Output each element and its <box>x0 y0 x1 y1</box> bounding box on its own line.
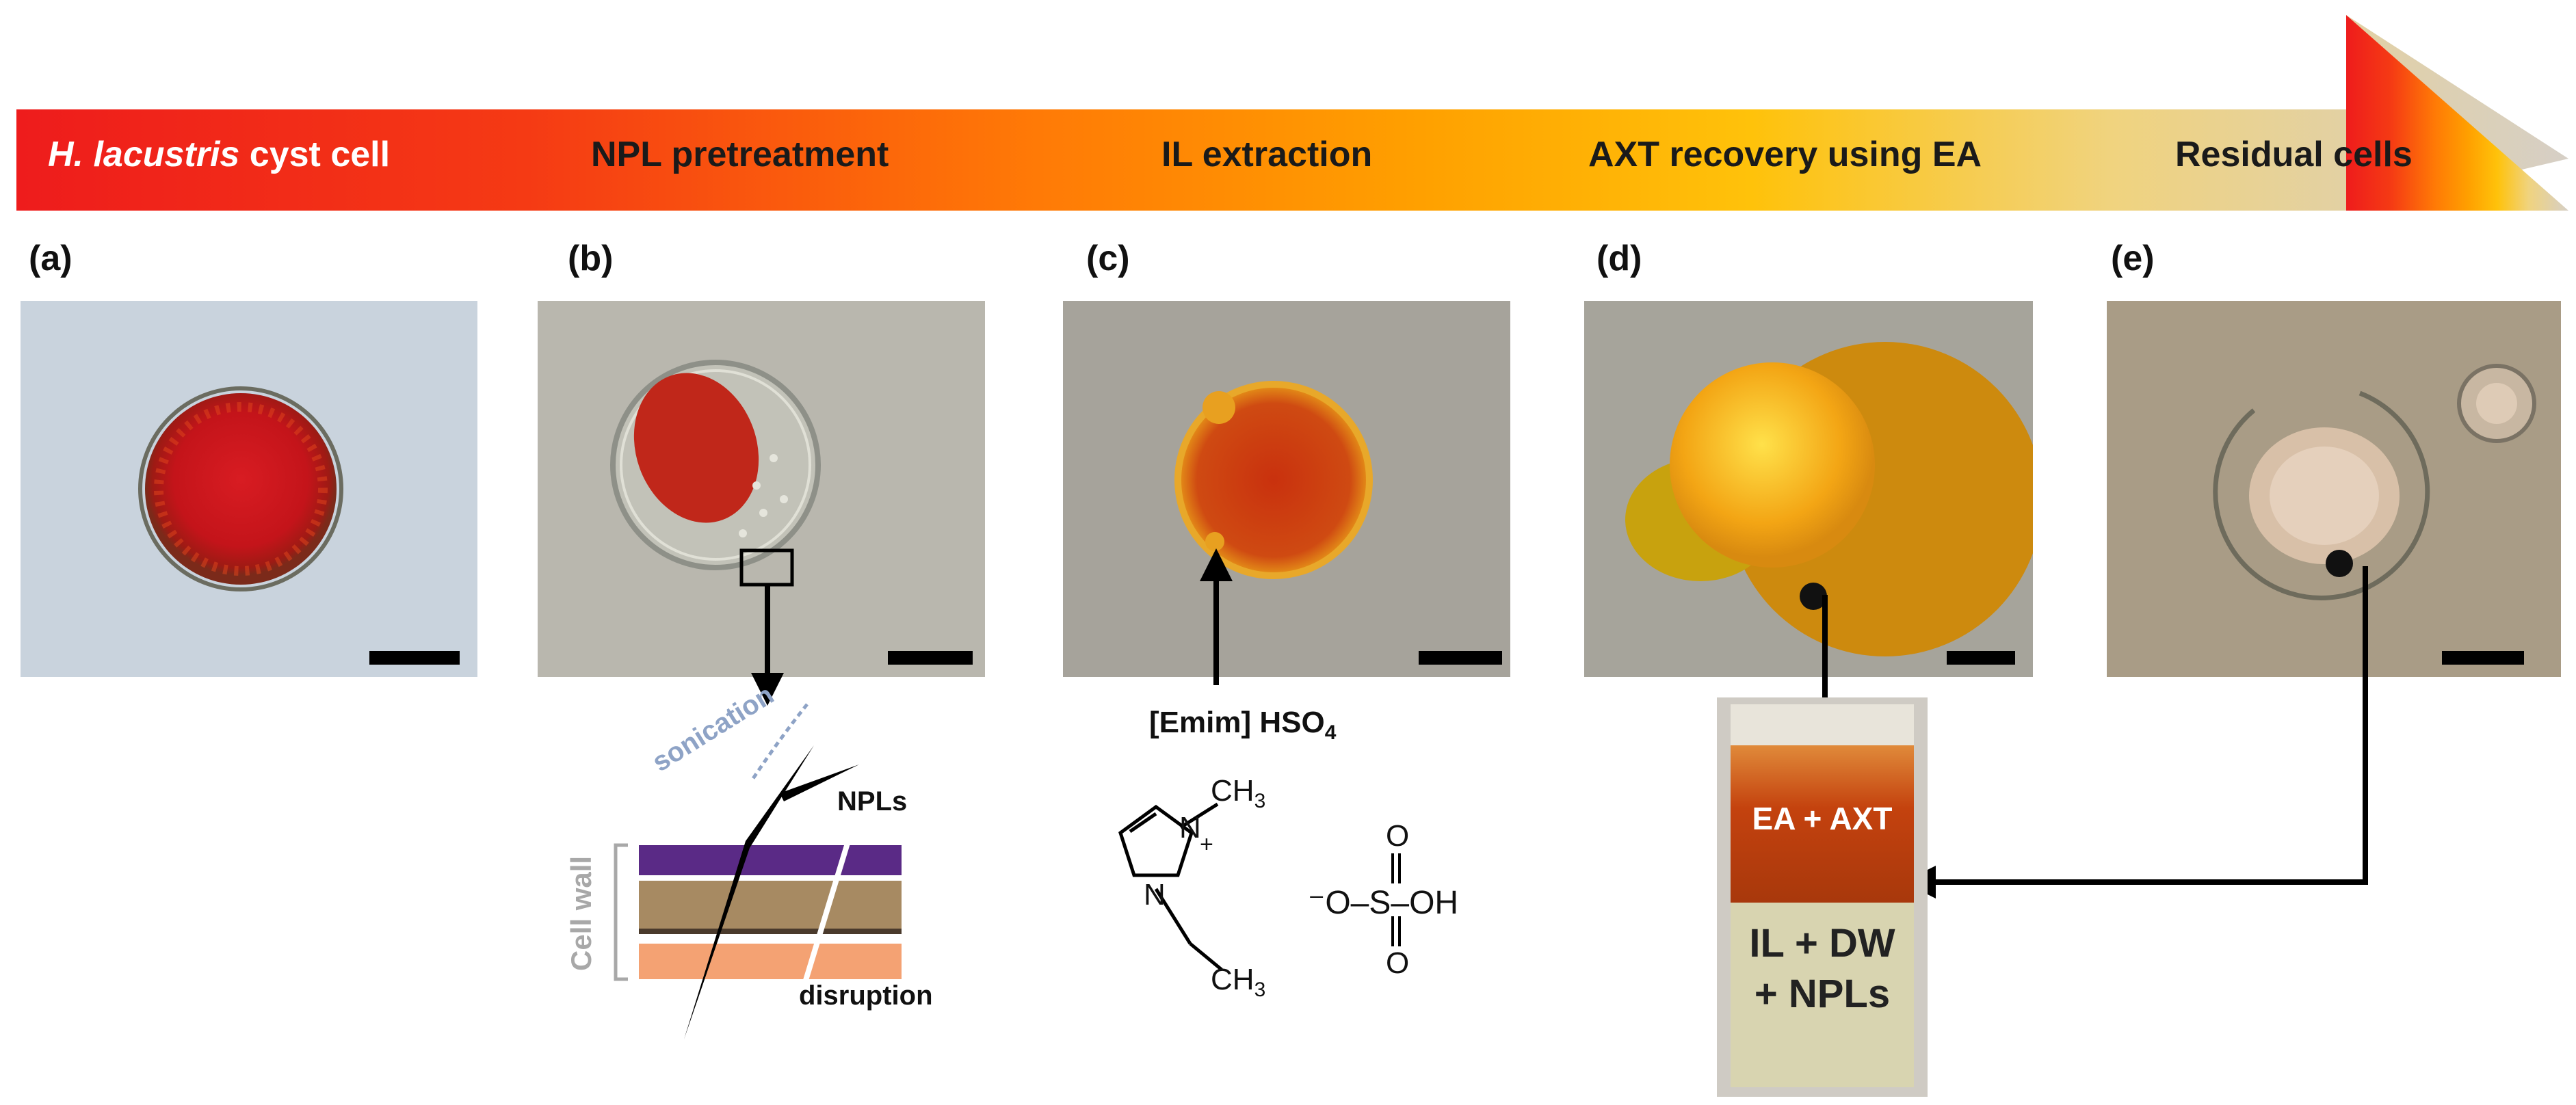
methyl-sub: 3 <box>1254 789 1266 812</box>
methyl-group: CH3 <box>1211 774 1265 813</box>
separation-vial: EA + AXT IL + DW + NPLs <box>1717 697 1928 1097</box>
micrograph-c-il-extraction <box>1063 301 1510 677</box>
sulfate-oxygen-top: O <box>1386 819 1410 853</box>
sulfate-anion: ⁻O–S–OH <box>1308 885 1459 921</box>
ionic-liquid-name-sub: 4 <box>1324 721 1337 744</box>
sulfate-oxygen-bottom: O <box>1386 946 1410 980</box>
panel-label-e: (e) <box>2111 239 2155 278</box>
panel-label-d: (d) <box>1596 239 1642 278</box>
ethyl-sub: 3 <box>1254 978 1266 1001</box>
vial-bottom-layer-label-2: + NPLs <box>1754 972 1891 1016</box>
micrograph-b-npl-pretreatment <box>538 301 985 677</box>
arrow-residual-to-vial <box>1903 566 2368 898</box>
micrograph-d-axt-recovery <box>1584 301 2033 677</box>
nitrogen-bottom: N <box>1144 878 1166 911</box>
disruption-label: disruption <box>799 981 933 1011</box>
scale-bar <box>2442 651 2524 665</box>
scale-bar <box>888 651 973 665</box>
npls-label: NPLs <box>837 786 908 816</box>
emim-cation-structure <box>1118 802 1223 971</box>
hso4-anion-structure <box>1391 853 1401 946</box>
micrograph-a-cyst-cell <box>21 301 477 677</box>
methyl-text: CH <box>1211 774 1254 808</box>
panel-label-c: (c) <box>1086 239 1130 278</box>
scale-bar <box>369 651 460 665</box>
stage-label-rest: cyst cell <box>239 135 391 174</box>
stage-label-il-extraction: IL extraction <box>1161 135 1373 174</box>
species-name: H. lacustris <box>48 135 240 174</box>
panel-label-a: (a) <box>29 239 73 278</box>
vial-top-layer-label: EA + AXT <box>1752 801 1893 836</box>
scale-bar <box>1947 651 2015 665</box>
panel-label-b: (b) <box>568 239 614 278</box>
ethyl-group: CH3 <box>1211 963 1265 1002</box>
cell-wall-inset <box>614 703 902 1039</box>
nitrogen-top: N <box>1179 811 1201 844</box>
stage-label-residual-cells: Residual cells <box>2175 135 2413 174</box>
process-arrow <box>16 15 2568 211</box>
ionic-liquid-name-main: [Emim] HSO <box>1149 706 1325 739</box>
micrograph-e-residual-cells <box>2107 301 2561 677</box>
stage-label-npl-pretreatment: NPL pretreatment <box>591 135 889 174</box>
stage-label-axt-recovery: AXT recovery using EA <box>1588 135 1982 174</box>
cell-wall-label: Cell wall <box>565 855 597 971</box>
vial-bottom-layer-label-1: IL + DW <box>1749 921 1895 966</box>
scale-bar <box>1419 651 1502 665</box>
ionic-liquid-name: [Emim] HSO4 <box>1149 706 1336 745</box>
ethyl-text: CH <box>1211 963 1254 996</box>
stage-label-cyst-cell: H. lacustris cyst cell <box>48 134 390 175</box>
positive-charge: + <box>1200 831 1213 857</box>
